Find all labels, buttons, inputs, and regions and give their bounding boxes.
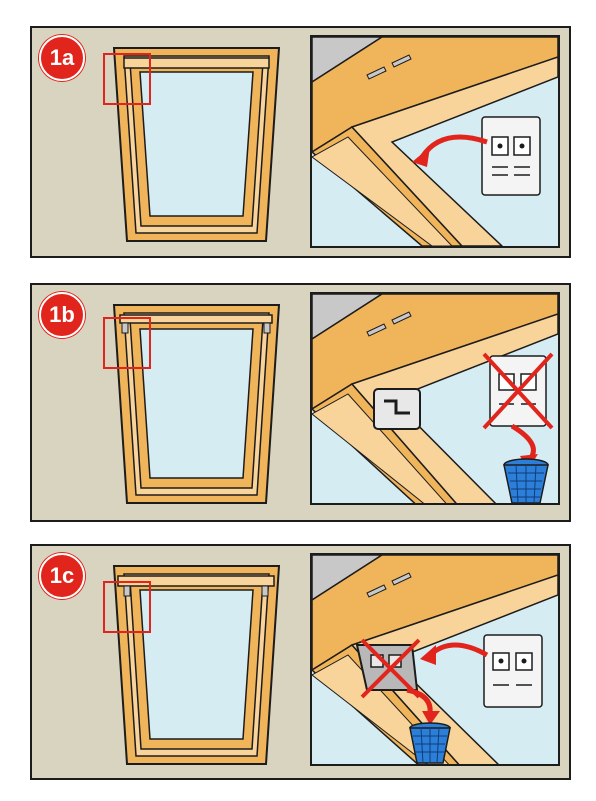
curved-arrow-1c-discard <box>406 687 433 714</box>
zoom-highlight <box>103 53 151 105</box>
old-bracket <box>355 638 421 699</box>
corner-detail-1b <box>310 292 560 505</box>
frame-top-band <box>312 37 558 153</box>
hinge-marks <box>366 54 412 80</box>
corner-detail-1a <box>310 35 560 248</box>
frame-inner-face <box>350 56 558 246</box>
zoom-highlight <box>103 317 151 369</box>
step-panel-1b: 1b <box>30 283 571 522</box>
step-badge-1a: 1a <box>39 35 85 81</box>
waste-bin-icon <box>503 458 549 503</box>
roof-window-overview <box>94 293 294 508</box>
bracket-pack-1b <box>482 352 554 430</box>
window-glass <box>139 71 254 217</box>
frame-recess <box>312 136 453 246</box>
roof-window-overview <box>94 554 294 769</box>
waste-bin-icon <box>409 722 451 764</box>
roof-window-overview <box>94 36 294 251</box>
step-badge-1c: 1c <box>39 553 85 599</box>
bracket-pack-1a <box>481 116 541 196</box>
step-badge-1b: 1b <box>39 292 85 338</box>
corner-detail-1c <box>310 553 560 766</box>
bracket-pack-1c <box>483 634 543 708</box>
step-panel-1c: 1c <box>30 544 571 780</box>
screws-icon <box>492 166 530 176</box>
top-rail <box>123 57 270 69</box>
installed-bracket <box>373 388 421 430</box>
step-panel-1a: 1a <box>30 26 571 258</box>
zoom-highlight <box>103 581 151 633</box>
